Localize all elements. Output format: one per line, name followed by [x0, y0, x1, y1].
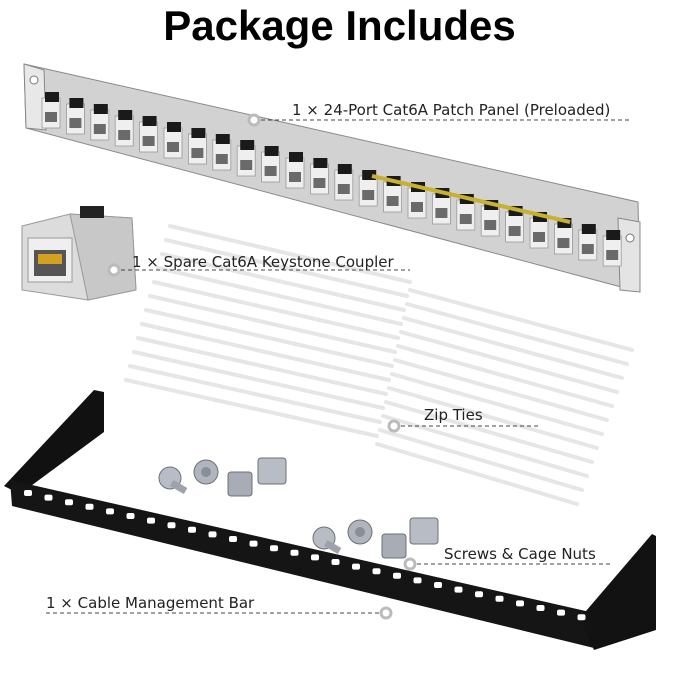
- zip-ties: [124, 224, 634, 506]
- zip-tie: [396, 344, 614, 408]
- zip-tie: [156, 266, 403, 326]
- zip-tie: [384, 400, 594, 464]
- bar-slot: [434, 582, 442, 588]
- patch-port: [139, 116, 159, 153]
- bar-slot: [536, 605, 545, 611]
- bar-slot: [372, 568, 381, 575]
- bar-slot: [290, 549, 299, 556]
- zip-tie: [160, 252, 406, 312]
- patch-port: [114, 110, 134, 147]
- patch-panel: [23, 63, 641, 293]
- screws-cage-nuts-label: Screws & Cage Nuts: [444, 545, 596, 563]
- patch-port: [261, 146, 281, 183]
- zip-tie: [136, 336, 388, 396]
- zip-tie: [140, 322, 391, 382]
- patch-port: [334, 164, 354, 201]
- zip-tie: [132, 350, 385, 410]
- bar-slot: [106, 508, 114, 515]
- zip-tie: [399, 330, 619, 394]
- zip-tie: [124, 378, 379, 438]
- patch-port: [236, 140, 256, 177]
- bar-slot: [557, 609, 565, 616]
- bar-slot: [577, 614, 586, 621]
- zip-tie: [393, 358, 609, 422]
- bar-slot: [208, 531, 217, 538]
- bar-slot: [413, 577, 422, 584]
- patch-port: [554, 218, 573, 255]
- bar-slot: [393, 572, 401, 579]
- bar-slot: [65, 499, 73, 506]
- patch-port: [187, 128, 207, 165]
- screws-and-cage-nuts: [158, 457, 439, 559]
- patch-port: [66, 98, 85, 135]
- zip-tie: [402, 316, 624, 380]
- bar-slot: [249, 540, 258, 547]
- ground-bar: [371, 174, 571, 224]
- bar-slot: [167, 522, 176, 529]
- bar-slot: [24, 490, 32, 496]
- zip-tie: [164, 238, 409, 298]
- bar-slot: [147, 517, 155, 524]
- patch-port: [163, 122, 183, 159]
- keystone-coupler-label: 1 × Spare Cat6A Keystone Coupler: [132, 253, 394, 271]
- zip-ties-label: Zip Ties: [424, 406, 483, 424]
- patch-port: [602, 230, 622, 267]
- bar-slot: [85, 503, 94, 510]
- patch-port: [212, 134, 232, 171]
- zip-tie: [152, 280, 400, 340]
- bar-slot: [516, 600, 524, 607]
- bar-slot: [270, 545, 278, 552]
- callout-dots: [107, 113, 417, 620]
- zip-tie: [381, 414, 589, 478]
- patch-port: [578, 224, 598, 261]
- zip-tie: [168, 224, 412, 284]
- bar-slot: [126, 513, 135, 519]
- bar-slot: [229, 536, 237, 542]
- zip-tie: [128, 364, 382, 424]
- bar-slot: [475, 591, 483, 598]
- bar-slot: [495, 595, 504, 602]
- zip-tie: [390, 372, 604, 436]
- keystone-coupler: [21, 206, 137, 301]
- callout-lines: [46, 119, 632, 614]
- bar-slot: [352, 563, 360, 570]
- cable-management-bar: [4, 390, 656, 650]
- bar-slot: [454, 586, 463, 593]
- zip-tie: [148, 294, 397, 354]
- zip-tie: [408, 288, 634, 352]
- bar-slot: [311, 554, 319, 561]
- patch-port: [358, 170, 378, 207]
- bar-slot: [188, 526, 196, 533]
- cable-management-bar-label: 1 × Cable Management Bar: [46, 594, 255, 612]
- bar-slot: [331, 559, 340, 565]
- zip-tie: [378, 428, 584, 492]
- patch-port: [285, 152, 305, 189]
- page-title: Package Includes: [163, 2, 516, 49]
- zip-tie: [144, 308, 394, 368]
- bar-slot: [44, 494, 53, 501]
- patch-port: [41, 92, 61, 129]
- patch-panel-label: 1 × 24-Port Cat6A Patch Panel (Preloaded…: [292, 101, 611, 119]
- patch-port: [90, 104, 110, 141]
- zip-tie: [375, 442, 579, 506]
- zip-tie: [405, 302, 629, 366]
- patch-port: [309, 158, 329, 195]
- zip-tie: [387, 386, 599, 450]
